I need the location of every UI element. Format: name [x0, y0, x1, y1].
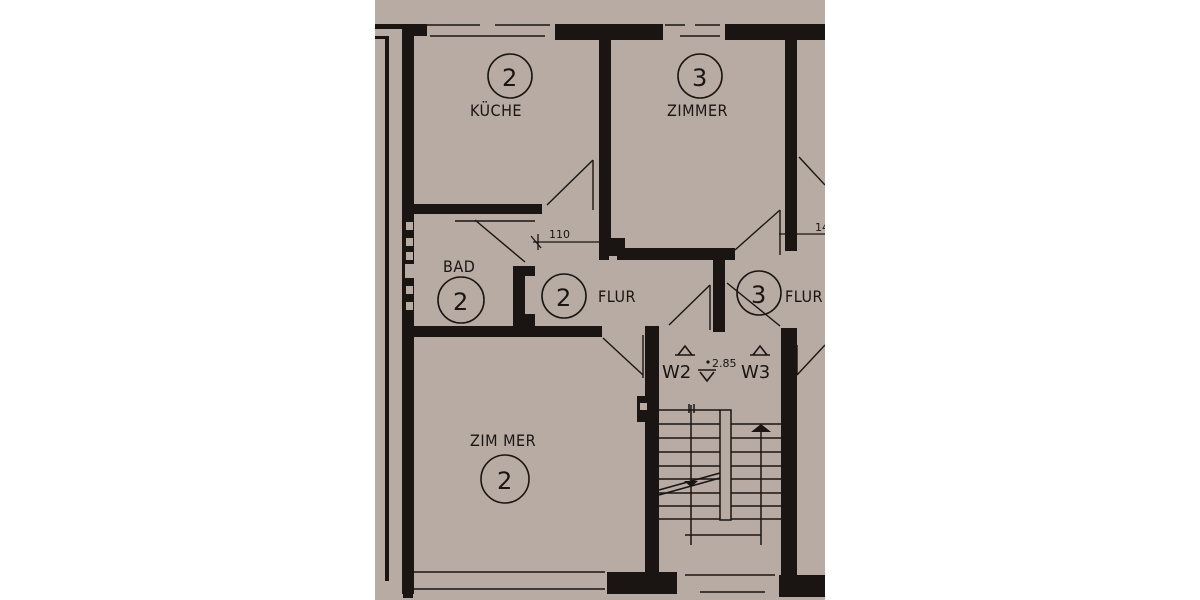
- floor-plan-drawing: 110 14: [375, 24, 825, 598]
- staircase: [658, 405, 781, 545]
- dimension-110: [530, 233, 825, 250]
- stair-top-mark: [688, 404, 695, 413]
- room-label-bad: BAD: [443, 257, 475, 276]
- unit-number-flur-3: 3: [751, 281, 766, 309]
- room-label-flur-3: FLUR: [785, 287, 823, 306]
- walls: [375, 24, 825, 598]
- apartment-w2-label: W2: [662, 362, 691, 383]
- unit-number-bad: 2: [453, 288, 468, 316]
- dimension-label-right: 14: [815, 221, 825, 234]
- unit-number-zimmer-3: 3: [692, 64, 707, 92]
- unit-number-kueche: 2: [502, 64, 517, 92]
- room-label-flur-2: FLUR: [598, 287, 636, 306]
- top-windows: [413, 24, 775, 593]
- room-label-zimmer-2: ZIM MER: [470, 431, 536, 450]
- landing-level-label: 2.85: [712, 357, 737, 370]
- floor-plan: 110 14: [375, 0, 825, 600]
- room-label-kueche: KÜCHE: [470, 101, 522, 120]
- bad-window: [405, 222, 414, 310]
- unit-number-zimmer-2: 2: [497, 467, 512, 495]
- unit-circles: [437, 53, 782, 504]
- room-label-zimmer-3: ZIMMER: [667, 101, 728, 120]
- stair-up-arrow: [751, 424, 771, 432]
- dimension-label-110: 110: [549, 228, 570, 241]
- doors: [455, 156, 825, 378]
- unit-number-flur-2: 2: [556, 284, 571, 312]
- stair-down-arrow: [684, 481, 698, 487]
- apartment-w3-label: W3: [741, 362, 770, 383]
- landing-markers: [675, 344, 770, 383]
